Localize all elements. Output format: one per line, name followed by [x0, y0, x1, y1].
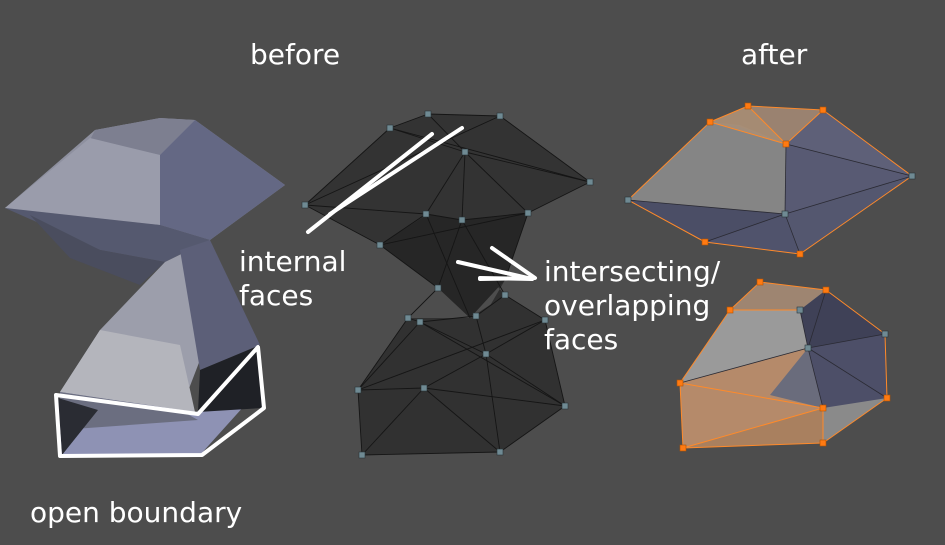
before-label: before	[250, 38, 341, 71]
open-boundary-label: open boundary	[30, 496, 243, 529]
intersecting-label-line3: faces	[544, 323, 619, 356]
mesh-after-bottom	[676, 278, 891, 452]
intersecting-label-line1: intersecting/	[544, 255, 721, 288]
after-label: after	[741, 38, 808, 71]
internal-faces-arrow	[306, 126, 464, 234]
intersecting-faces-arrow	[456, 246, 537, 281]
open-boundary-outline	[54, 345, 266, 458]
intersecting-label-line2: overlapping	[544, 289, 711, 322]
wireframe-mesh-before	[301, 110, 594, 459]
internal-faces-label-line1: internal	[239, 245, 347, 278]
mesh-after-top	[624, 102, 916, 258]
internal-faces-label-line2: faces	[239, 279, 314, 312]
